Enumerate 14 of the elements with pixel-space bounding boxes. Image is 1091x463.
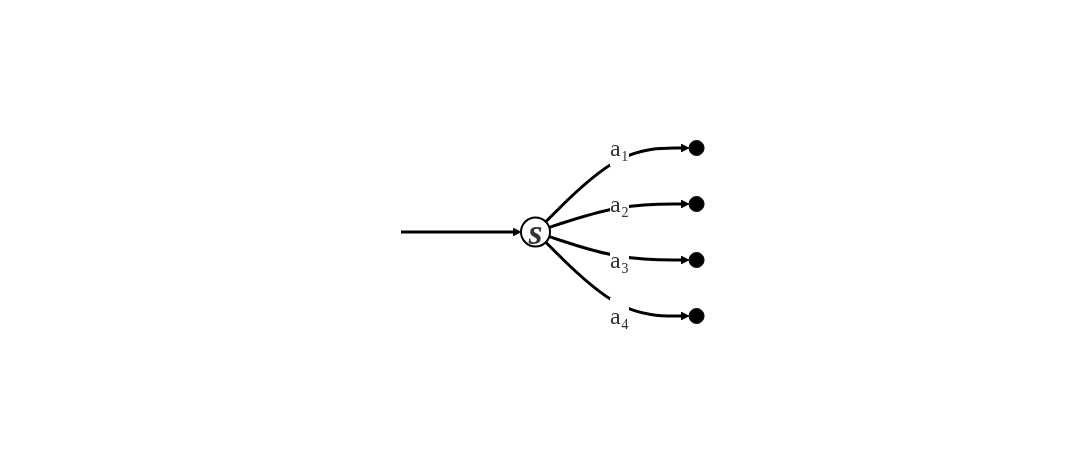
arrow: [545, 143, 690, 223]
arrow: [401, 227, 522, 236]
edge-label: a₃: [610, 246, 630, 273]
node-circle: [689, 251, 705, 268]
node-circle: [689, 139, 705, 156]
arrow: [549, 234, 690, 264]
arrow: [549, 199, 690, 229]
edge-label: a₁: [610, 134, 630, 161]
edge-label: a₄: [610, 302, 630, 329]
node-circle: [689, 307, 705, 324]
edge-label: a₂: [610, 190, 630, 217]
node-circle: s: [520, 216, 552, 247]
node-circle: [689, 195, 705, 212]
arrow: [545, 240, 690, 320]
